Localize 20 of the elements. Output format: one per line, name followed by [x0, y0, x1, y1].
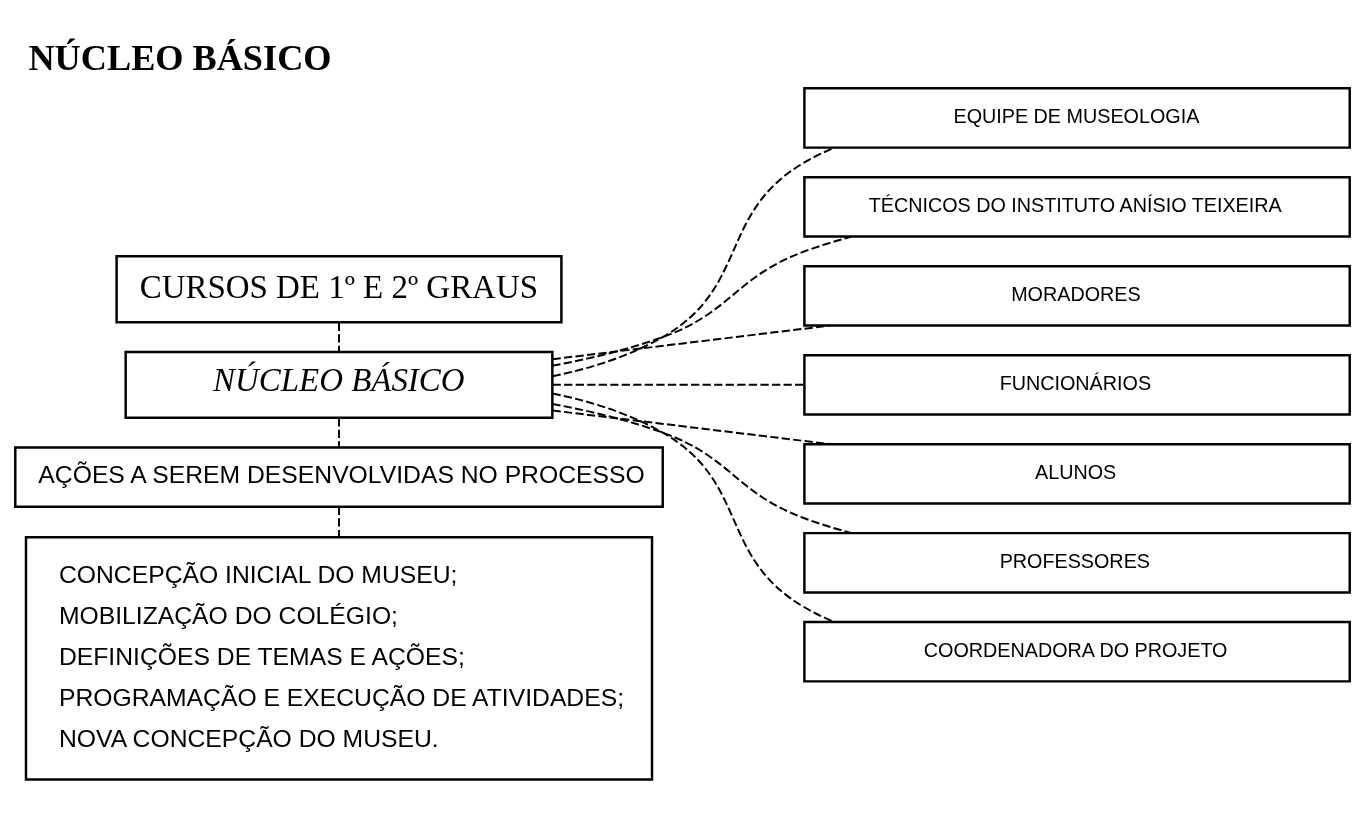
connector	[551, 402, 853, 534]
connector	[551, 383, 806, 386]
node-box: AÇÕES A SEREM DESENVOLVIDAS NO PROCESSO	[14, 445, 664, 508]
node-box: FUNCIONÁRIOS	[803, 353, 1351, 416]
node-box: CURSOS DE 1º E 2º GRAUS	[115, 254, 563, 323]
connector	[338, 505, 340, 538]
connector	[338, 321, 340, 352]
node-box: MORADORES	[803, 264, 1351, 327]
connector	[551, 409, 832, 445]
node-box: NÚCLEO BÁSICO	[124, 350, 554, 419]
node-box: ALUNOS	[803, 442, 1351, 505]
diagram-title: NÚCLEO BÁSICO	[28, 37, 332, 78]
node-box: CONCEPÇÃO INICIAL DO MUSEU; MOBILIZAÇÃO DO COLÉGIO; DEFINIÇÕES DE TEMAS E AÇÕES; PROGRAMAÇÃO E EXECUÇÃO DE ATIVIDADES; NOVA CONCEPÇÃO DO MUSEU.	[24, 535, 654, 781]
connector	[338, 416, 340, 448]
node-box: PROFESSORES	[803, 531, 1351, 594]
node-box: COORDENADORA DO PROJETO	[803, 620, 1351, 683]
node-box: TÉCNICOS DO INSTITUTO ANÍSIO TEIXEIRA	[803, 175, 1351, 238]
node-box: EQUIPE DE MUSEOLOGIA	[803, 86, 1351, 149]
connector	[551, 324, 832, 360]
connector	[551, 235, 853, 367]
